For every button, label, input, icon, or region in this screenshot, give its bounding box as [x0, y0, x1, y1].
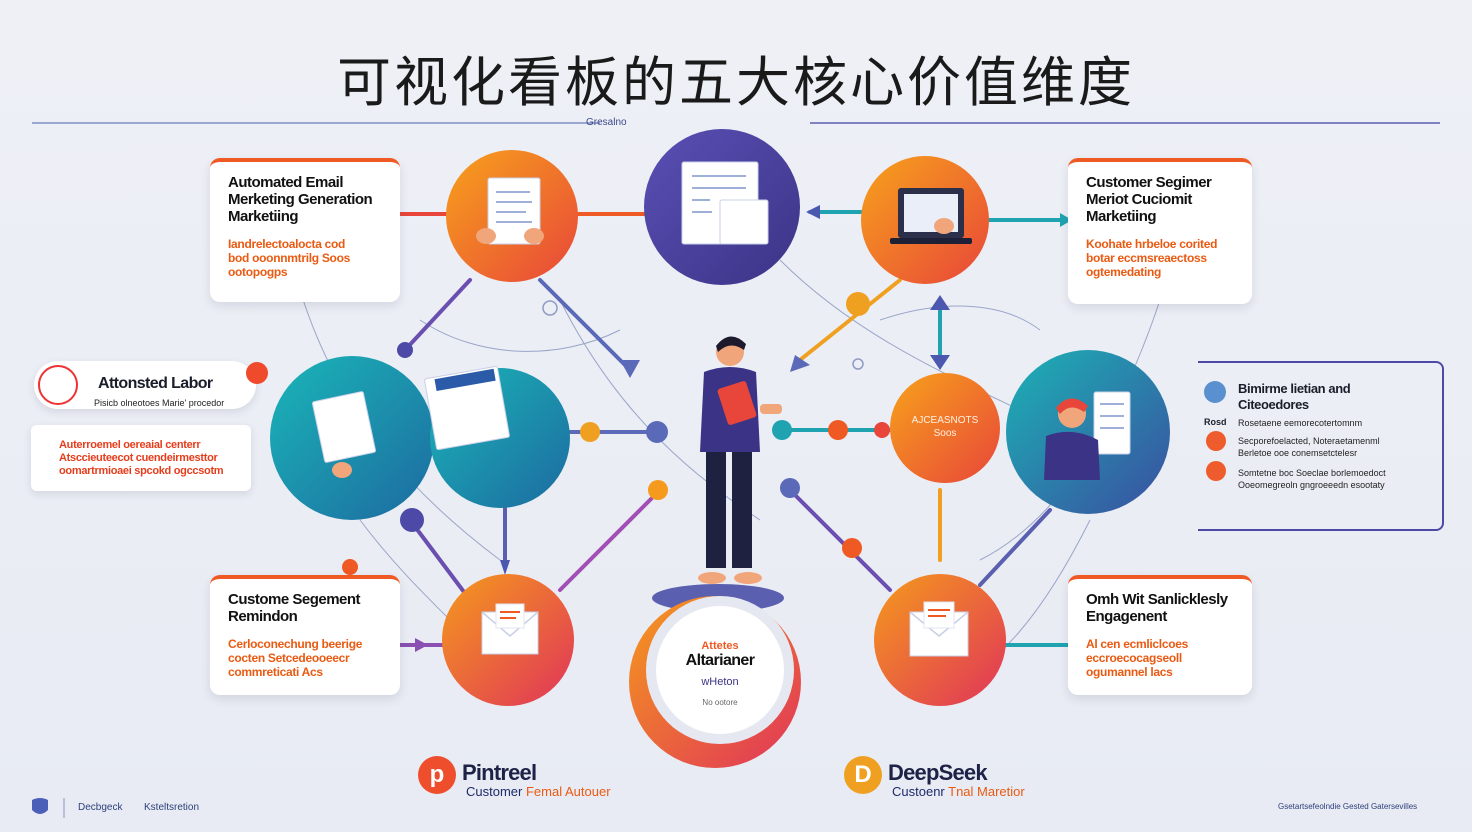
page-title: 可视化看板的五大核心价值维度	[337, 51, 1135, 114]
card-heading-line: Merketing Generation	[228, 191, 373, 208]
person-figure	[698, 336, 782, 584]
card-body-line: ogtemedating	[1086, 265, 1162, 279]
card-top-left: Automated Email Merketing Generation Mar…	[210, 158, 400, 302]
document-lines-icon	[496, 175, 1124, 429]
card-heading: Automated Email Merketing Generation Mar…	[228, 174, 386, 225]
card-body-line: eccroecocagseoll	[1086, 651, 1182, 665]
card-heading-line: Meriot Cuciomit	[1086, 191, 1192, 208]
card-bottom-right: Omh Wit Sanlicklesly Engagenent Al cen e…	[1068, 575, 1252, 695]
card-heading-line: Automated Email	[228, 174, 344, 191]
brand-right-tag-a: Custoenr	[892, 784, 945, 799]
card-body-line: Koohate hrbeloe corited	[1086, 237, 1218, 251]
card-body-line: bod ooonnmtrilg Soos	[228, 251, 350, 265]
accent-dots	[342, 292, 890, 575]
center-node-line: AJCEASNOTS	[911, 415, 979, 426]
footer-right: Gsetartsefeolndie Gested Gatersevilles	[1278, 802, 1418, 811]
center-node-line: Soos	[933, 428, 957, 439]
brand-left-name: Pintreel	[462, 760, 537, 785]
panel-top-tag: Rosd	[1204, 417, 1227, 427]
card-top-right: Customer Segimer Meriot Cuciomit Marketi…	[1068, 158, 1252, 304]
panel-row: Secporefoelacted, Noteraetamenml Berleto…	[1238, 435, 1380, 459]
card-body: Iandrelectoalocta cod bod ooonnmtrilg So…	[228, 237, 386, 279]
panel-row: Somtetne boc Soeclae borlemoedoct Ooeome…	[1238, 467, 1386, 491]
panel-row-line: Somtetne boc Soeclae borlemoedoct	[1238, 468, 1386, 478]
card-heading: Customer Segimer Meriot Cuciomit Marketi…	[1086, 174, 1238, 225]
brand-left-tag-b: Femal Autouer	[525, 784, 611, 799]
card-bottom-left: Custome Segement Remindon Cerloconechung…	[210, 575, 400, 695]
footer-left-a: Decbgeck	[78, 802, 123, 813]
labor-heading: Attonsted Labor	[98, 375, 213, 392]
hub-label: Attetes Altarianer wHeton No ootore	[640, 640, 800, 707]
footer-left-b: Ksteltsretion	[144, 802, 200, 813]
card-body-line: Iandrelectoalocta cod	[228, 237, 346, 251]
notes-line: Atsccieuteecot cuendeirmesttor	[59, 452, 218, 464]
report-header-bar-icon	[434, 368, 496, 392]
hands-decor	[332, 218, 954, 478]
check-circle-icon	[38, 365, 78, 405]
shield-icon	[32, 798, 48, 814]
brand-right-name: DeepSeek	[888, 760, 988, 785]
pintreel-logo-icon: p	[418, 756, 456, 794]
card-body: Al cen ecmliclcoes eccroecocagseoll ogum…	[1086, 637, 1238, 679]
panel-row-line: Secporefoelacted, Noteraetamenml	[1238, 436, 1380, 446]
notes-line: oomartrmioaei spcokd ogccsotm	[59, 465, 224, 477]
brand-right-tag-b: Tnal Maretior	[948, 784, 1025, 799]
card-heading-line: Remindon	[228, 608, 298, 625]
card-heading-line: Engagenent	[1086, 608, 1167, 625]
header-small-label: Gresalno	[586, 117, 627, 128]
card-body-line: ootopogps	[228, 265, 288, 279]
card-body-line: Al cen ecmliclcoes	[1086, 637, 1188, 651]
notes-line: Auterroemel oereaial centerr	[59, 439, 201, 451]
panel-row-line: Ooeomegreoln gngroeeedn esootaty	[1238, 480, 1385, 490]
center-node-label: AJCEASNOTS Soos	[865, 414, 1025, 440]
hub-line-top: Attetes	[701, 640, 739, 652]
card-heading-line: Custome Segement	[228, 591, 361, 608]
card-heading: Omh Wit Sanlicklesly Engagenent	[1086, 591, 1238, 625]
node-center-right-circle	[890, 373, 1000, 483]
card-heading: Custome Segement Remindon	[228, 591, 386, 625]
envelope-icon	[909, 601, 969, 657]
panel-heading-line: Bimirme lietian and	[1238, 381, 1351, 396]
deepseek-logo-icon: D	[844, 756, 882, 794]
node-agent-circle	[1006, 350, 1170, 514]
card-body-line: Cerloconechung beerige	[228, 637, 363, 651]
card-body-line: botar eccmsreaectoss	[1086, 251, 1207, 265]
hub-inner-disc	[656, 606, 784, 734]
pen-icon	[1204, 381, 1226, 403]
hub-line-main: Altarianer	[685, 652, 755, 669]
panel-heading-line: Citeoedores	[1238, 397, 1309, 412]
agent-figure	[1044, 398, 1100, 480]
hub-footer: No ootore	[702, 698, 738, 707]
panel-row-line: Berletoe ooe conemsetctelesr	[1238, 448, 1358, 458]
card-body: Koohate hrbeloe corited botar eccmsreaec…	[1086, 237, 1238, 279]
bullet-icon	[1206, 461, 1226, 481]
labor-pill: Attonsted Labor Pisicb olneotoes Marie' …	[34, 361, 256, 409]
labor-subtitle: Pisicb olneotoes Marie' procedor	[94, 398, 225, 408]
alert-badge-icon	[246, 362, 268, 384]
card-heading-line: Marketiing	[1086, 208, 1157, 225]
right-info-panel: Bimirme lietian and Citeoedores Rosd Ros…	[1198, 361, 1444, 531]
card-heading-line: Customer Segimer	[1086, 174, 1212, 191]
card-heading-line: Marketiing	[228, 208, 299, 225]
brand-left-tag: Customer Femal Autouer	[466, 784, 611, 799]
card-body-line: commreticati Acs	[228, 665, 323, 679]
hub-line-bottom: wHeton	[701, 676, 739, 688]
brand-left-tag-a: Customer	[466, 784, 523, 799]
card-body: Cerloconechung beerige cocten Setcedeooe…	[228, 637, 386, 679]
envelope-icon	[481, 603, 539, 655]
panel-heading: Bimirme lietian and Citeoedores	[1238, 381, 1351, 413]
brand-right-tag: Custoenr Tnal Maretior	[892, 784, 1025, 799]
card-heading-line: Omh Wit Sanlicklesly	[1086, 591, 1228, 608]
notes-box: Auterroemel oereaial centerr Atsccieutee…	[31, 425, 251, 491]
card-body-line: cocten Setcedeooeecr	[228, 651, 350, 665]
bullet-icon	[1206, 431, 1226, 451]
panel-row-top: Rosetaene eemorecotertomnm	[1238, 418, 1363, 428]
card-body-line: ogumannel lacs	[1086, 665, 1173, 679]
